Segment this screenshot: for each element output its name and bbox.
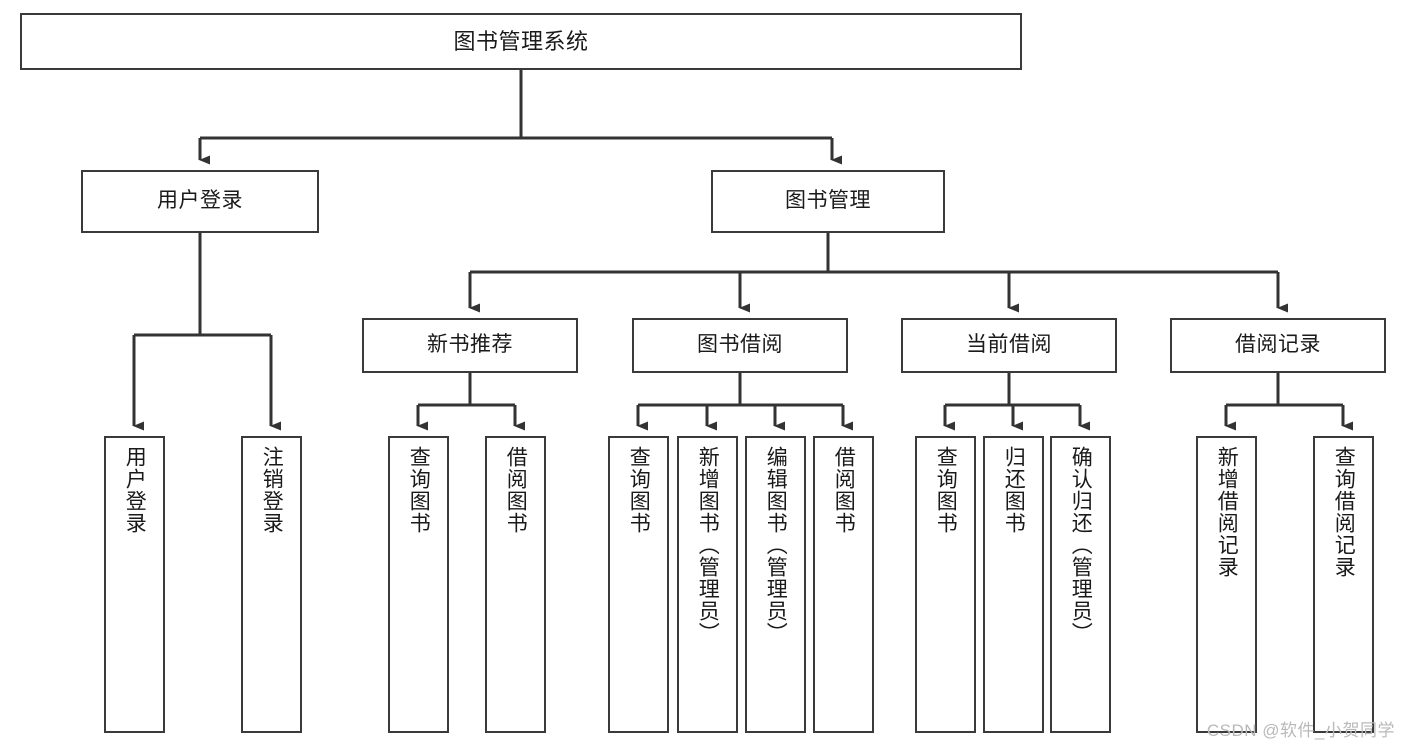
- node-leaf-add-book[interactable]: 新增图书（管理员）: [677, 436, 738, 733]
- node-root[interactable]: 图书管理系统: [20, 13, 1022, 70]
- node-leaf-borrow-book-1-label: 借阅图书: [504, 446, 528, 534]
- node-current-borrow-label: 当前借阅: [966, 333, 1052, 357]
- node-leaf-logout-label: 注销登录: [260, 446, 284, 534]
- node-leaf-query-book-2-label: 查询图书: [627, 446, 651, 534]
- node-leaf-query-book-3-label: 查询图书: [934, 446, 958, 534]
- node-book-borrow-label: 图书借阅: [697, 333, 783, 357]
- watermark: CSDN @软件_小贺同学: [1206, 721, 1395, 740]
- node-new-book-recommend-label: 新书推荐: [427, 333, 513, 357]
- node-leaf-edit-book[interactable]: 编辑图书（管理员）: [745, 436, 806, 733]
- node-leaf-return-book-label: 归还图书: [1002, 446, 1026, 534]
- node-leaf-edit-book-label: 编辑图书（管理员）: [764, 446, 788, 644]
- node-user-login-label: 用户登录: [157, 189, 243, 213]
- node-user-login[interactable]: 用户登录: [81, 170, 319, 233]
- node-new-book-recommend[interactable]: 新书推荐: [362, 318, 578, 373]
- node-borrow-record[interactable]: 借阅记录: [1170, 318, 1386, 373]
- node-leaf-add-book-label: 新增图书（管理员）: [696, 446, 720, 644]
- node-leaf-query-book-1-label: 查询图书: [407, 446, 431, 534]
- node-leaf-confirm-return-label: 确认归还（管理员）: [1069, 446, 1093, 644]
- node-leaf-add-record-label: 新增借阅记录: [1215, 446, 1239, 578]
- node-root-label: 图书管理系统: [453, 28, 589, 54]
- node-leaf-logout[interactable]: 注销登录: [241, 436, 302, 733]
- node-leaf-return-book[interactable]: 归还图书: [983, 436, 1044, 733]
- node-leaf-add-record[interactable]: 新增借阅记录: [1196, 436, 1257, 733]
- node-leaf-query-record[interactable]: 查询借阅记录: [1313, 436, 1374, 733]
- node-borrow-record-label: 借阅记录: [1235, 333, 1321, 357]
- node-leaf-query-record-label: 查询借阅记录: [1332, 446, 1356, 578]
- node-leaf-user-login-label: 用户登录: [123, 446, 147, 534]
- node-leaf-query-book-2[interactable]: 查询图书: [608, 436, 669, 733]
- node-leaf-query-book-1[interactable]: 查询图书: [388, 436, 449, 733]
- node-current-borrow[interactable]: 当前借阅: [901, 318, 1117, 373]
- node-leaf-borrow-book-2-label: 借阅图书: [832, 446, 856, 534]
- node-book-manage[interactable]: 图书管理: [711, 170, 945, 233]
- node-book-borrow[interactable]: 图书借阅: [632, 318, 848, 373]
- node-leaf-borrow-book-1[interactable]: 借阅图书: [485, 436, 546, 733]
- node-leaf-query-book-3[interactable]: 查询图书: [915, 436, 976, 733]
- node-leaf-user-login[interactable]: 用户登录: [104, 436, 165, 733]
- node-leaf-confirm-return[interactable]: 确认归还（管理员）: [1050, 436, 1111, 733]
- node-book-manage-label: 图书管理: [785, 189, 871, 213]
- node-leaf-borrow-book-2[interactable]: 借阅图书: [813, 436, 874, 733]
